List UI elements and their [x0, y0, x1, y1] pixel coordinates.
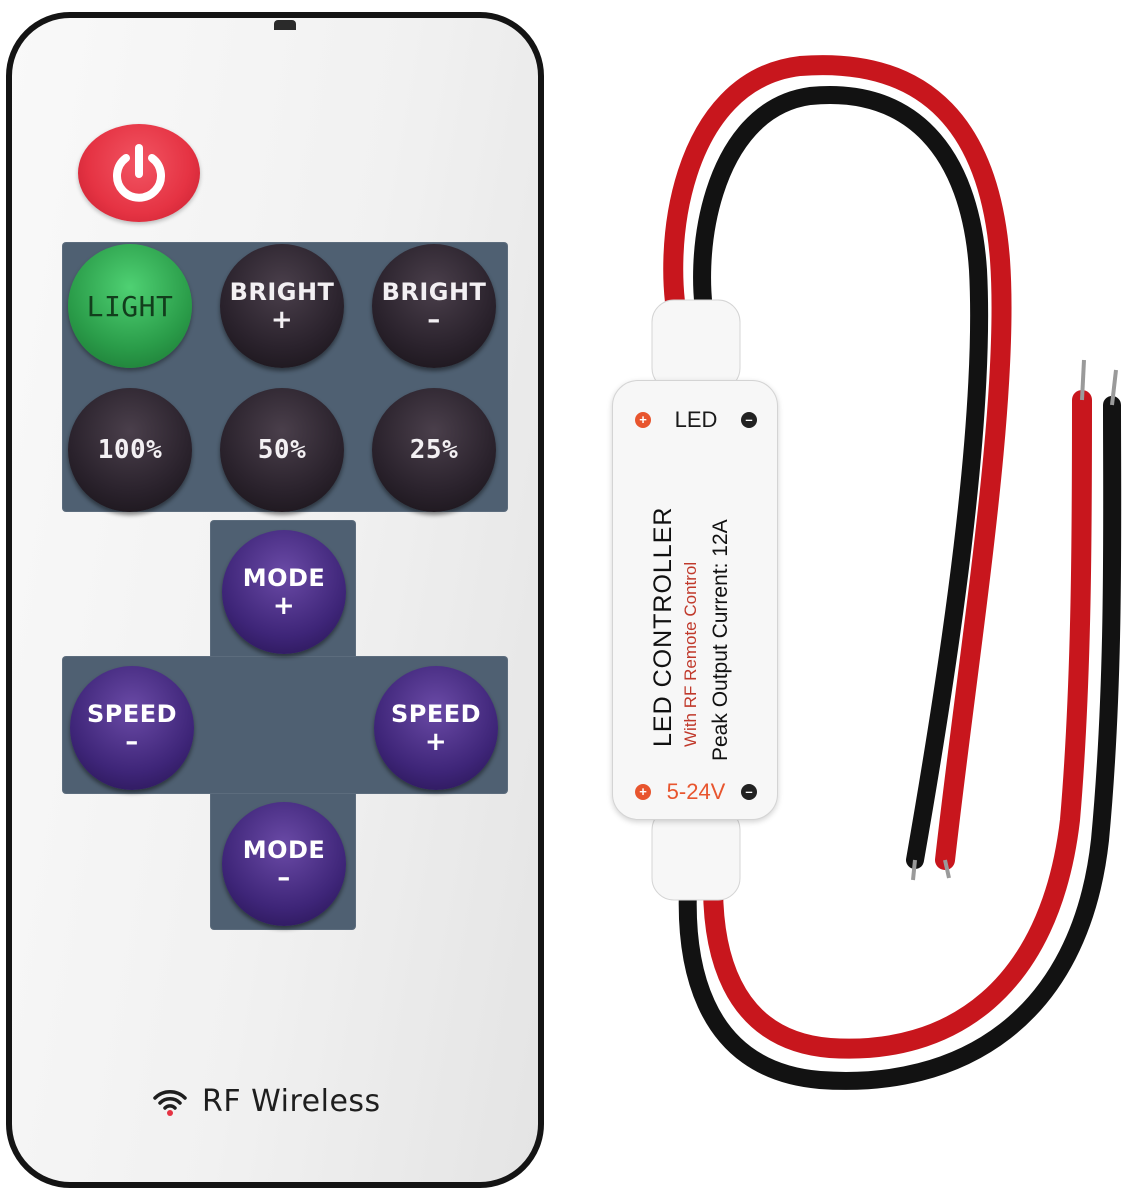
controller-title: LED CONTROLLER — [649, 506, 677, 747]
wire-tip-black-top — [1110, 369, 1118, 406]
brightness-100-button[interactable]: 100% — [68, 388, 192, 512]
output-label: LED — [674, 407, 718, 432]
speed-minus-label: SPEED — [86, 700, 178, 728]
mode-minus-label: MODE — [242, 836, 326, 864]
brightness-50-label: 50% — [257, 435, 307, 465]
speed-minus-sign: – — [125, 727, 139, 757]
led-controller-module: + LED – LED CONTROLLER With RF Remote Co… — [612, 380, 778, 820]
light-button-label: LIGHT — [86, 289, 174, 323]
brightness-50-button[interactable]: 50% — [220, 388, 344, 512]
remote-control: LIGHT BRIGHT + BRIGHT – 100% 50% 25% MOD… — [6, 12, 544, 1188]
rf-wireless-footer: RF Wireless — [152, 1084, 381, 1119]
bright-minus-sign: – — [427, 305, 441, 335]
brightness-25-label: 25% — [409, 435, 459, 465]
strain-relief-top — [651, 299, 741, 391]
wire-tip-red-top — [1080, 359, 1086, 401]
bright-plus-sign: + — [270, 305, 294, 335]
output-negative-dot: – — [740, 412, 757, 428]
strain-relief-bottom — [651, 807, 741, 901]
mode-plus-label: MODE — [242, 564, 326, 592]
input-positive-dot: + — [635, 784, 651, 800]
mode-plus-sign: + — [272, 591, 296, 621]
speed-minus-button[interactable]: SPEED – — [70, 666, 194, 790]
top-red-wire — [663, 55, 1012, 870]
output-terminal-row: + LED – — [613, 407, 779, 433]
controller-spec: Peak Output Current: 12A — [709, 519, 732, 761]
bright-minus-label: BRIGHT — [381, 278, 487, 306]
power-button[interactable] — [78, 124, 200, 222]
bright-minus-button[interactable]: BRIGHT – — [372, 244, 496, 368]
output-positive-dot: + — [635, 412, 651, 428]
mode-minus-sign: – — [277, 863, 291, 893]
input-negative-dot: – — [741, 784, 757, 800]
brightness-25-button[interactable]: 25% — [372, 388, 496, 512]
bright-plus-button[interactable]: BRIGHT + — [220, 244, 344, 368]
top-black-wire — [693, 86, 989, 869]
controller-subtitle: With RF Remote Control — [681, 561, 700, 747]
wire-tip-black-low — [911, 859, 917, 881]
bottom-black-wire — [678, 396, 1122, 1090]
power-icon — [113, 144, 165, 202]
bright-plus-label: BRIGHT — [229, 278, 335, 306]
speed-plus-sign: + — [424, 727, 448, 757]
input-voltage-label: 5-24V — [666, 779, 726, 804]
speed-plus-label: SPEED — [390, 700, 482, 728]
light-button[interactable]: LIGHT — [68, 244, 192, 368]
controller-label-block: LED CONTROLLER With RF Remote Control Pe… — [643, 429, 763, 761]
mode-plus-button[interactable]: MODE + — [222, 530, 346, 654]
mode-minus-button[interactable]: MODE – — [222, 802, 346, 926]
wifi-icon — [153, 1089, 187, 1116]
bottom-red-wire — [703, 390, 1092, 1059]
speed-plus-button[interactable]: SPEED + — [374, 666, 498, 790]
input-terminal-row: + 5-24V – — [613, 779, 779, 805]
wire-tip-red-low — [943, 859, 951, 879]
rf-wireless-label: RF Wireless — [202, 1084, 381, 1119]
remote-antenna — [274, 20, 296, 30]
brightness-100-label: 100% — [97, 435, 163, 465]
